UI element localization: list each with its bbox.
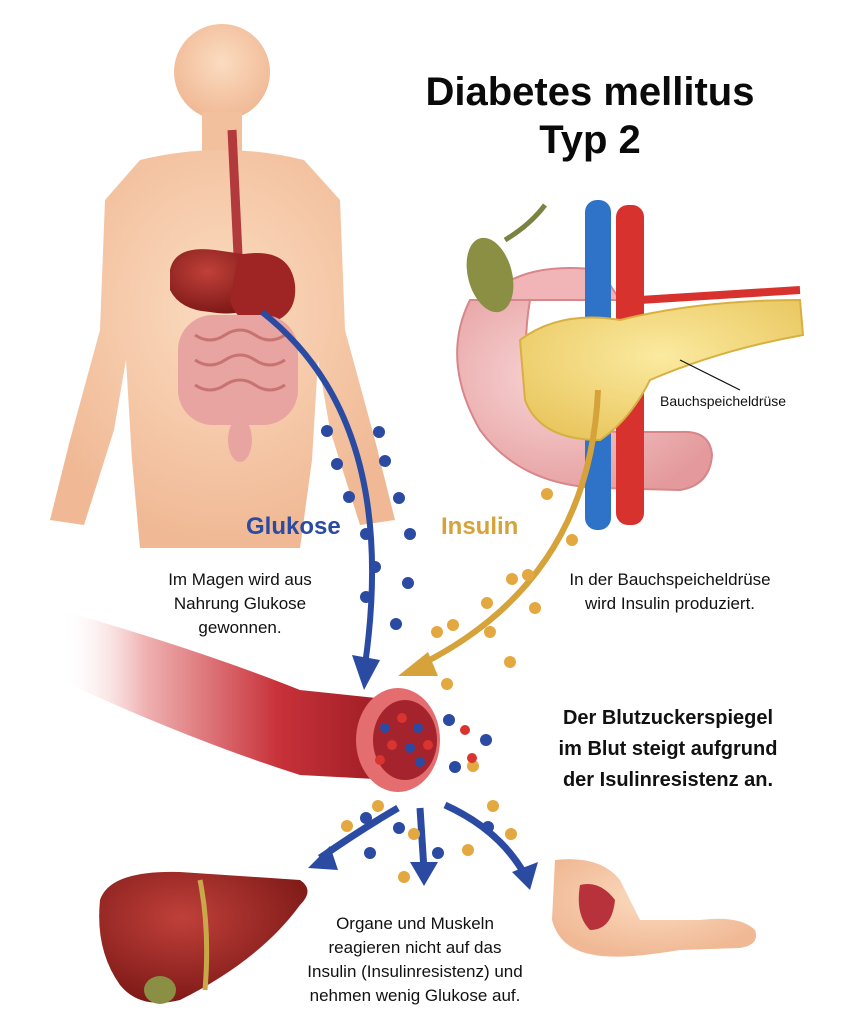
- title-line-1: Diabetes mellitus: [425, 70, 755, 114]
- blood-vessel: [60, 610, 440, 792]
- glukose-dots: [321, 425, 494, 859]
- blood-cells: [375, 713, 477, 767]
- organs-caption-line: reagieren nicht auf das: [328, 938, 502, 957]
- pancreas-illustration: [456, 200, 805, 530]
- pancreas-caption-line: In der Bauchspeicheldrüse: [569, 570, 771, 589]
- arrow-to-organs: [416, 807, 428, 871]
- liver: [99, 871, 308, 1004]
- organs-caption-line: Organe und Muskeln: [336, 914, 494, 933]
- blood-sugar-caption: Der Blutzuckerspiegel im Blut steigt auf…: [518, 703, 818, 796]
- stomach-caption-line: Nahrung Glukose: [173, 594, 307, 613]
- insulin-label: Insulin: [441, 513, 519, 540]
- pancreas-caption: In der Bauchspeicheldrüse wird Insulin p…: [540, 568, 800, 616]
- intestines: [178, 315, 298, 462]
- title-line-2: Typ 2: [539, 118, 641, 162]
- organs-caption-line: Insulin (Insulinresistenz) und: [307, 962, 523, 981]
- pancreas-caption-line: wird Insulin produziert.: [584, 594, 756, 613]
- esophagus: [227, 129, 243, 256]
- arrow-to-organs-head: [410, 862, 438, 886]
- organs-caption-line: nehmen wenig Glukose auf.: [309, 986, 521, 1005]
- insulin-arrow-head: [398, 652, 438, 676]
- arm-muscle: [552, 859, 756, 957]
- stomach-caption-line: Im Magen wird aus: [168, 570, 312, 589]
- diagram-title: Diabetes mellitus Typ 2: [380, 68, 800, 164]
- insulin-dots: [341, 488, 578, 883]
- blood-sugar-caption-line: Der Blutzuckerspiegel: [562, 707, 774, 729]
- insulin-arrow: [418, 389, 601, 668]
- organs-caption: Organe und Muskeln reagieren nicht auf d…: [250, 912, 580, 1008]
- glukose-arrow: [260, 309, 376, 666]
- arrow-to-muscle-head: [512, 862, 538, 890]
- glukose-arrow-head: [352, 655, 380, 690]
- glukose-label: Glukose: [246, 513, 341, 540]
- body-stomach: [230, 253, 296, 325]
- blood-sugar-caption-line: im Blut steigt aufgrund: [558, 738, 778, 760]
- arrow-to-liver: [317, 804, 400, 861]
- pancreas-label: Bauchspeicheldrüse: [660, 393, 787, 409]
- blood-sugar-caption-line: der Isulinresistenz an.: [562, 769, 774, 791]
- arrow-to-muscle: [443, 801, 529, 877]
- arrow-to-liver-head: [308, 846, 338, 870]
- stomach-caption: Im Magen wird aus Nahrung Glukose gewonn…: [130, 568, 350, 640]
- stomach-caption-line: gewonnen.: [198, 618, 282, 637]
